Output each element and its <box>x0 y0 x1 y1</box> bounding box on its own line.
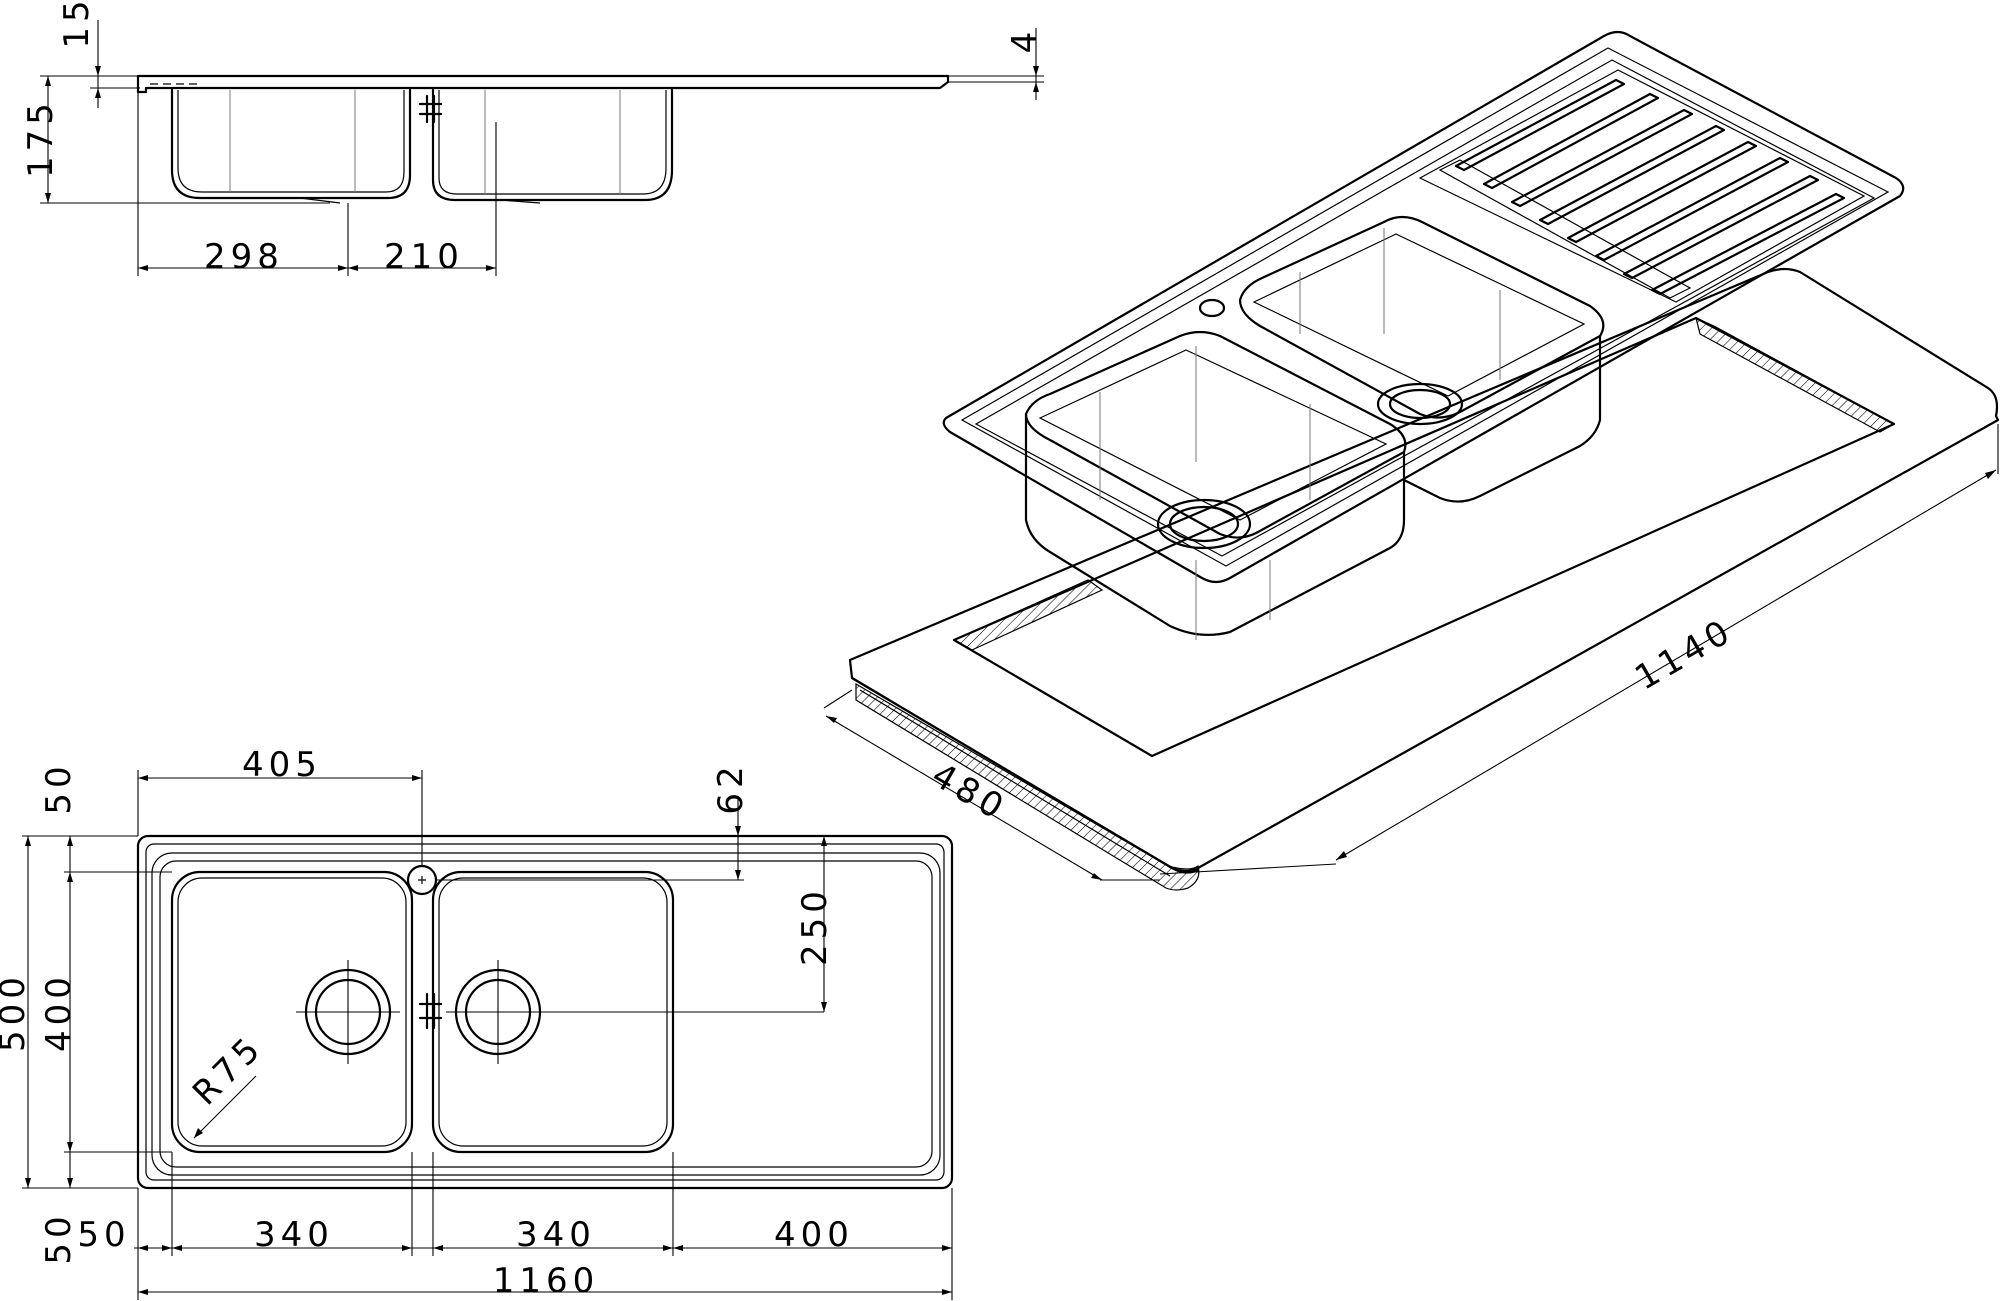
plan-view: 405 62 250 500 400 50 50 R75 <box>0 745 954 1301</box>
dim-tap-hole-y: 62 <box>711 761 751 814</box>
dim-tap-hole-x: 405 <box>242 745 322 785</box>
dim-margin-left: 50 <box>77 1215 130 1255</box>
dim-margin-bottom: 50 <box>39 1211 79 1264</box>
dim-waste-offset: 250 <box>795 886 835 966</box>
dim-bowl-spacing: 210 <box>384 237 464 277</box>
dim-overall-depth: 500 <box>0 972 33 1052</box>
dim-margin-top: 50 <box>39 761 79 814</box>
dim-bowl-offset: 298 <box>204 237 284 277</box>
dim-corner-radius: R75 <box>185 1027 271 1113</box>
dim-drainer-width: 400 <box>774 1215 854 1255</box>
side-view: 15 4 175 298 210 <box>21 0 1045 277</box>
isometric-view: 1140 480 <box>823 30 2000 891</box>
dim-bowl-width-1: 340 <box>254 1215 334 1255</box>
dim-bowl-width-2: 340 <box>516 1215 596 1255</box>
dim-bowl-depth: 400 <box>39 972 79 1052</box>
dim-thickness: 4 <box>1005 27 1045 54</box>
dim-overall-width: 1160 <box>493 1261 600 1301</box>
dim-depth: 175 <box>21 98 61 178</box>
dim-cutout-length: 1140 <box>1628 611 1740 699</box>
dim-flange: 15 <box>57 0 97 49</box>
